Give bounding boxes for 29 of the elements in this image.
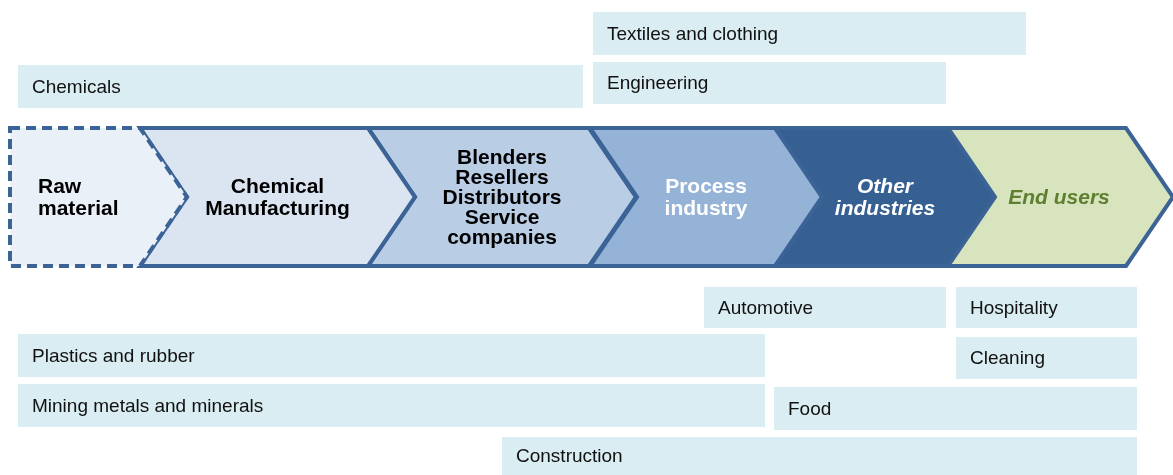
category-bar — [593, 62, 946, 104]
category-label: Cleaning — [970, 347, 1045, 369]
category-bar — [18, 334, 765, 377]
category-label: Engineering — [607, 72, 709, 94]
stage-label: Chemical Manufacturing — [204, 174, 351, 220]
category-bar — [593, 12, 1026, 55]
category-label: Mining metals and minerals — [32, 394, 264, 417]
category-label: Food — [788, 397, 832, 420]
category-label: Automotive — [718, 296, 814, 319]
stage-label: End users — [1008, 185, 1110, 208]
stage-label: Process industry — [663, 174, 749, 220]
category-bar — [956, 337, 1137, 379]
stage-panel — [10, 128, 187, 266]
category-bar — [18, 384, 765, 427]
category-label: Plastics and rubber — [32, 344, 195, 367]
stage-label: Other industries — [833, 174, 937, 220]
category-bar — [502, 437, 1137, 475]
stage-panel — [775, 128, 995, 266]
stage-label: Raw material — [38, 174, 120, 220]
category-bar — [956, 287, 1137, 328]
category-label: Hospitality — [970, 296, 1058, 319]
category-label: Textiles and clothing — [607, 22, 779, 45]
category-bar — [704, 287, 946, 328]
stage-label: Blenders Resellers Distributors Service companies — [441, 147, 563, 247]
stage-panel — [590, 128, 822, 266]
category-bar — [774, 387, 1137, 430]
category-label: Construction — [516, 445, 623, 467]
category-bar — [18, 65, 583, 108]
category-label: Chemicals — [32, 75, 121, 98]
